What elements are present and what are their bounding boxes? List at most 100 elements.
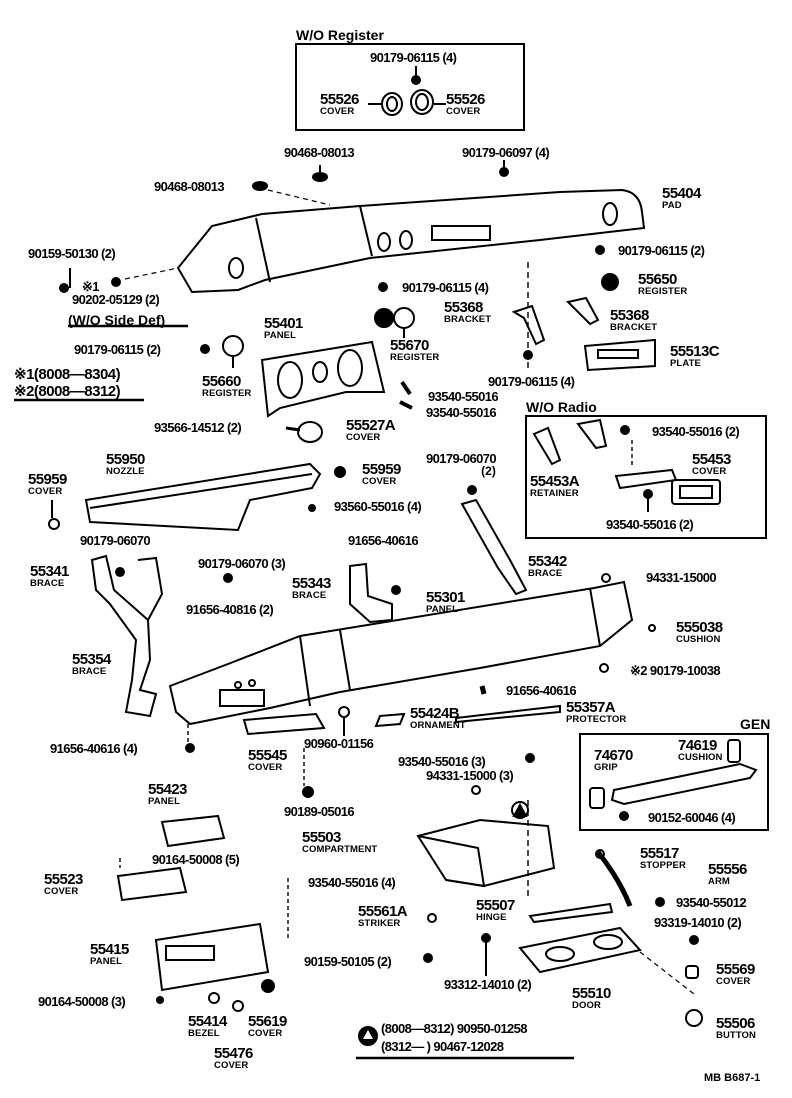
part-label: 90164-50008 (5) [152,852,240,867]
part-label: 93560-55016 (4) [334,499,422,514]
part-label: 90152-60046 (4) [648,810,736,825]
part-label: 90179-06070 [80,533,151,548]
brace-55341-shape [90,554,158,718]
part-label: 90202-05129 (2) [72,292,160,307]
part-label: 93540-55012 [676,895,747,910]
brace-55343-shape [349,562,393,624]
part-label: 93540-55016 (2) [652,424,740,439]
part-label: 93312-14010 (2) [444,977,532,992]
wo-radio-box [525,415,767,539]
section-title-wo-side-def: (W/O Side Def) [68,312,166,328]
part-label: 90179-06070 (3) [198,556,286,571]
part-label: 90468-08013 [284,145,355,160]
part-label: 90159-50130 (2) [28,246,116,261]
part-label: 90159-50105 (2) [304,954,392,969]
part-label: ※2 90179-10038 [630,663,721,678]
cover-right-icon [410,89,434,115]
door-shape [518,926,642,974]
part-label: 91656-40616 (4) [50,741,138,756]
section-title-wo-radio: W/O Radio [526,399,597,415]
part-label: 90179-06115 (2) [618,243,705,258]
note-star1: ※1(8008—8304) [14,366,121,383]
pad-shape [176,188,646,294]
part-label: 90179-06115 (4) [488,374,575,389]
note-star2: ※2(8008—8312) [14,383,121,400]
part-label: 93566-14512 (2) [154,420,242,435]
part-label: 93319-14010 (2) [654,915,742,930]
part-label: 94331-15000 [646,570,717,585]
nozzle-shape [84,462,322,532]
part-label: 90164-50008 (3) [38,994,126,1009]
brace-55342-shape [460,498,528,596]
note-triangle-line1: (8008—8312) 90950-01258 [381,1021,528,1036]
part-label: ※1 [82,279,100,294]
section-title-wo-register: W/O Register [296,27,384,43]
panel-55401-shape [260,340,386,418]
part-label: 90468-08013 [154,179,225,194]
wo-register-box [295,43,525,131]
part-label: 90179-06115 (2) [74,342,161,357]
gen-box [579,733,769,831]
part-label: 90179-06115 (4) [370,50,457,65]
part-label: 90189-05016 [284,804,355,819]
part-label: 93540-55016 (3) [398,754,486,769]
section-title-gen: GEN [740,716,771,732]
part-label: 90179-06097 (4) [462,145,550,160]
note-triangle-line2: (8312— ) 90467-12028 [381,1039,504,1054]
part-label: 90960-01156 [304,736,374,751]
part-label: 93540-55016 [428,389,499,404]
part-label: 93540-55016 (2) [606,517,694,532]
part-label: 91656-40816 (2) [186,602,274,617]
part-label: 90179-06070(2) [426,451,497,478]
part-label: 90179-06115 (4) [402,280,489,295]
part-label: 94331-15000 (3) [426,768,514,783]
clip-icon [411,75,421,85]
diagram-code: MB B687-1 [704,1072,761,1084]
part-label: 91656-40616 [506,683,577,698]
part-label: 93540-55016 (4) [308,875,396,890]
part-label: 93540-55016 [426,405,497,420]
compartment-shape [416,818,556,888]
